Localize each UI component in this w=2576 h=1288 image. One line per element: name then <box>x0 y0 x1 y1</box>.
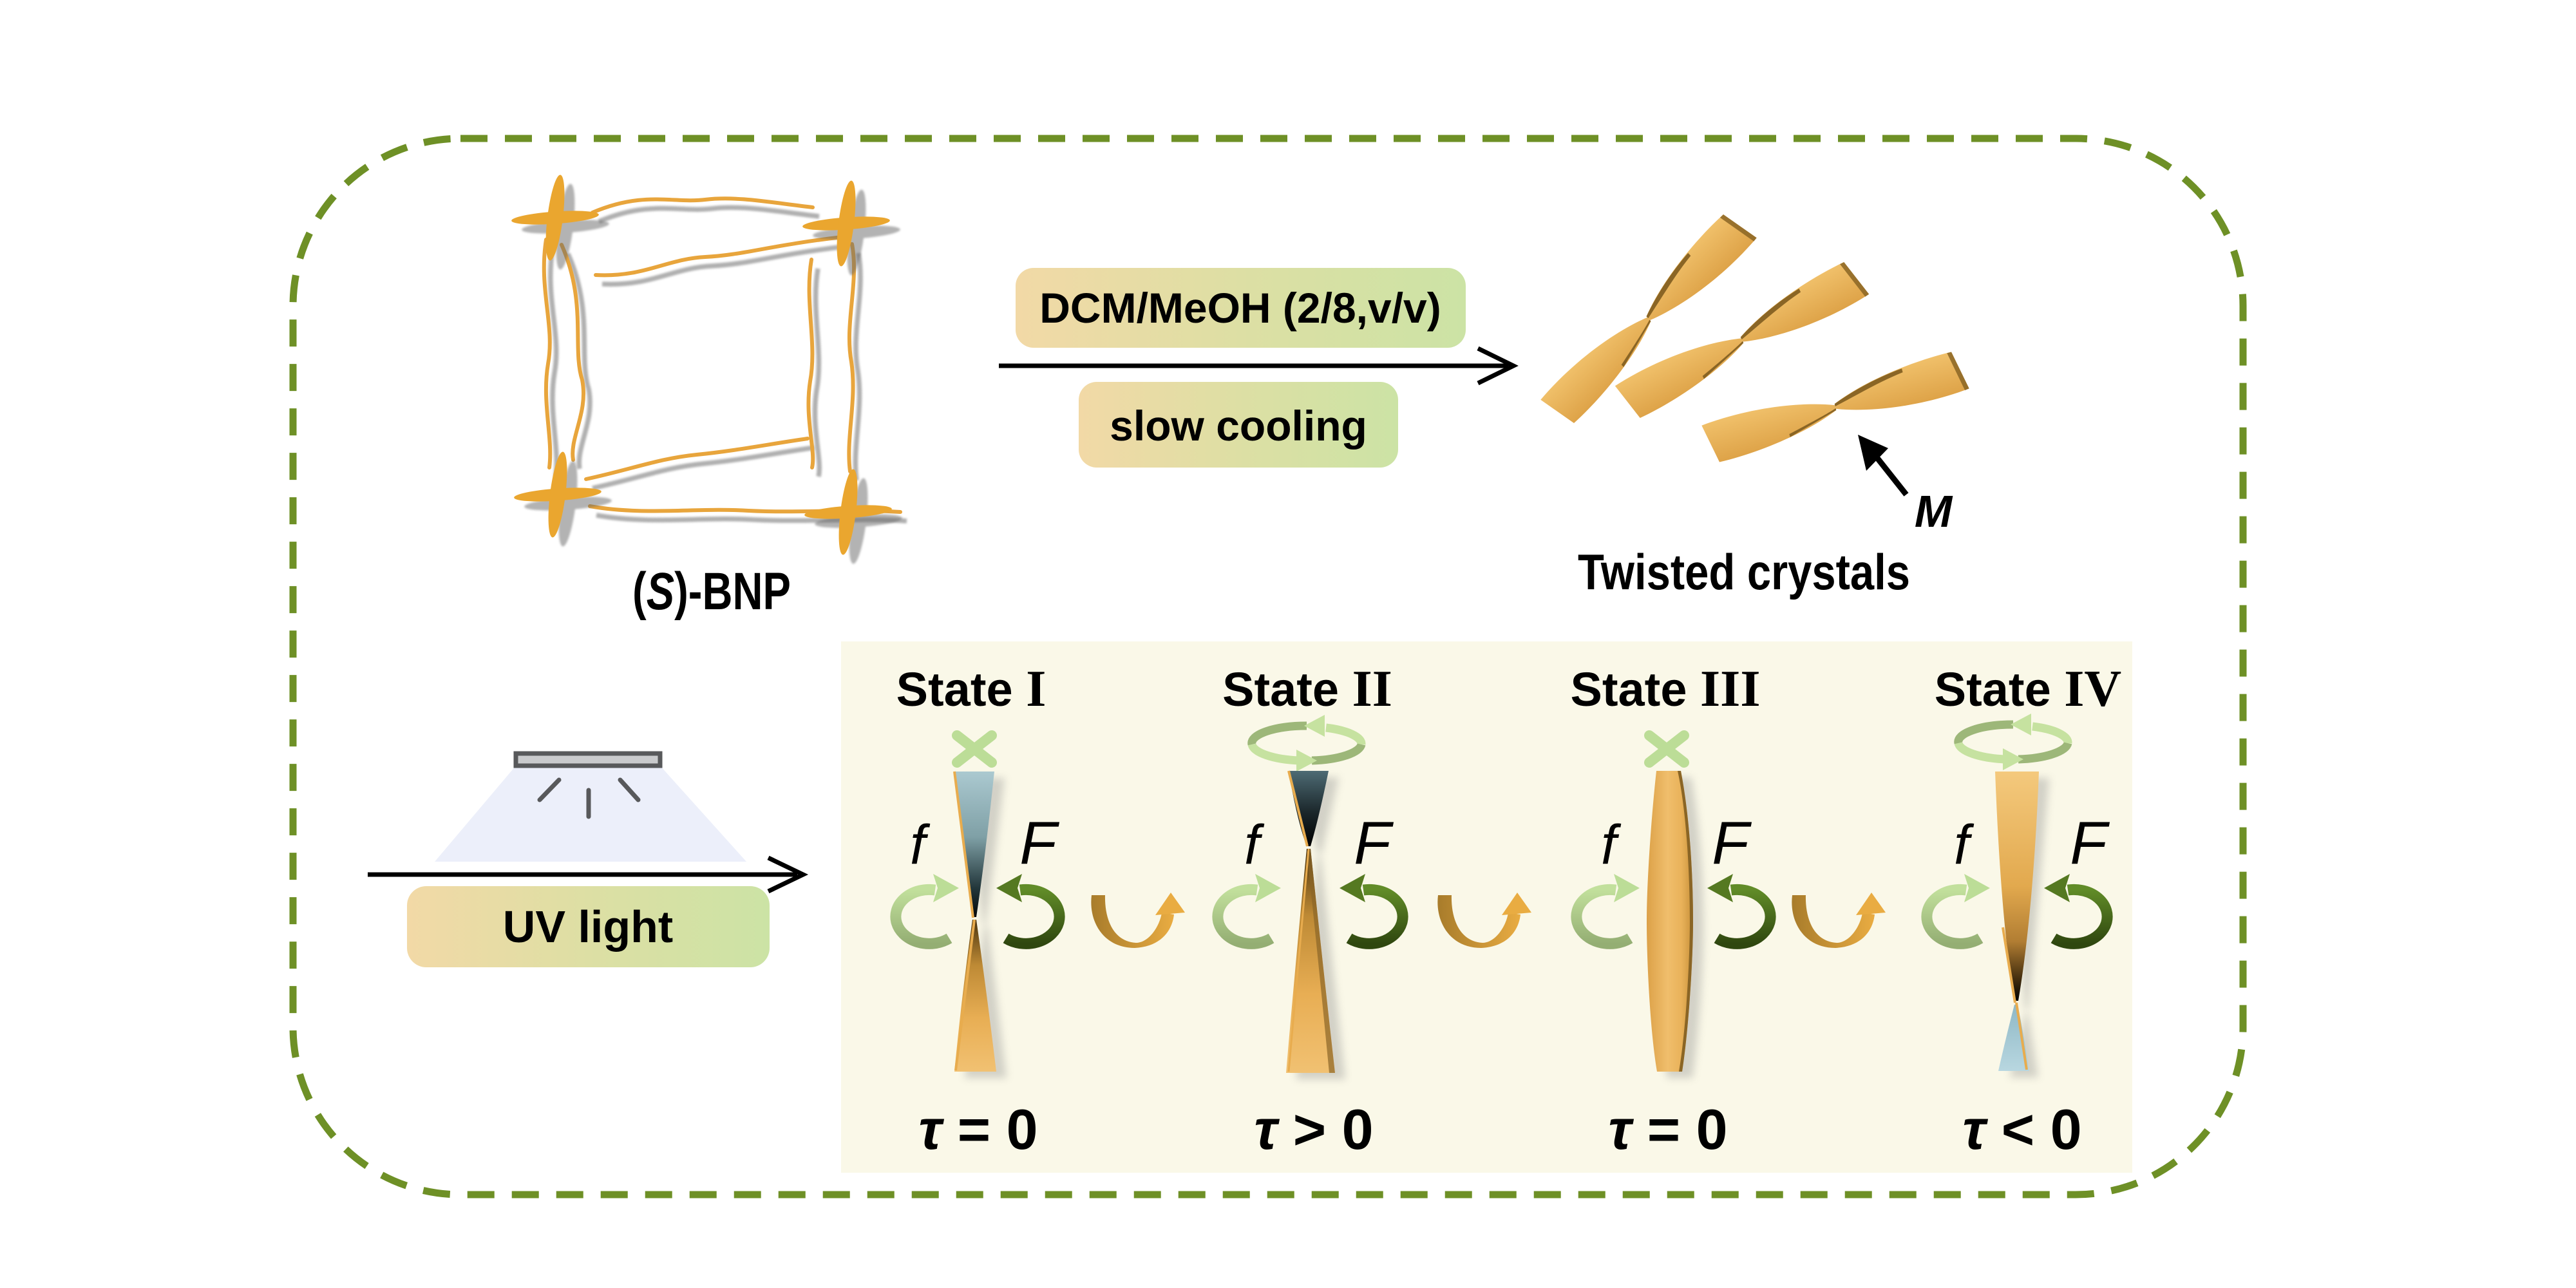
svg-text:State I: State I <box>896 661 1046 717</box>
svg-text:F: F <box>1019 809 1059 876</box>
svg-text:State II: State II <box>1222 661 1392 717</box>
svg-text:τ = 0: τ = 0 <box>918 1097 1037 1161</box>
svg-text:UV light: UV light <box>503 902 673 952</box>
svg-text:τ < 0: τ < 0 <box>1962 1097 2081 1161</box>
svg-text:(S)-BNP: (S)-BNP <box>632 562 791 621</box>
svg-text:Twisted crystals: Twisted crystals <box>1578 544 1910 600</box>
svg-text:slow cooling: slow cooling <box>1110 402 1367 450</box>
svg-text:F: F <box>1712 809 1752 876</box>
svg-text:M: M <box>1915 486 1953 536</box>
svg-text:τ > 0: τ > 0 <box>1254 1097 1373 1161</box>
svg-text:DCM/MeOH (2/8,v/v): DCM/MeOH (2/8,v/v) <box>1039 284 1441 332</box>
svg-text:τ = 0: τ = 0 <box>1608 1097 1727 1161</box>
svg-text:State IV: State IV <box>1935 661 2121 717</box>
svg-text:State III: State III <box>1571 661 1761 717</box>
svg-text:F: F <box>2070 809 2110 876</box>
svg-text:F: F <box>1354 809 1394 876</box>
